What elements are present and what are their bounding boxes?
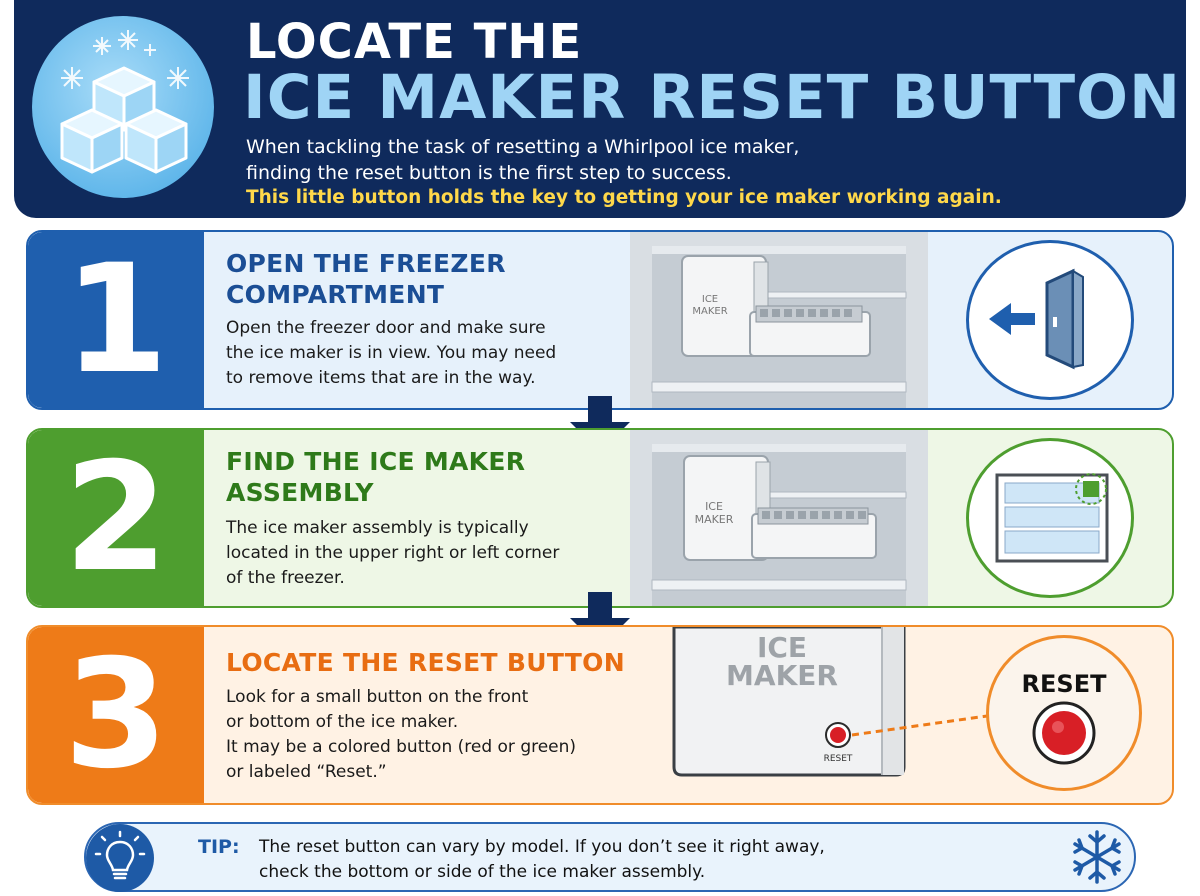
- arrow-down-icon: [570, 396, 630, 452]
- step-title-line1: OPEN THE FREEZER: [226, 249, 506, 278]
- step-desc-line: to remove items that are in the way.: [226, 368, 536, 388]
- header-description-line2: finding the reset button is the first st…: [246, 162, 732, 184]
- step-desc-line: the ice maker is in view. You may need: [226, 343, 557, 363]
- step-number-box: 2: [28, 430, 204, 606]
- step-title: OPEN THE FREEZER COMPARTMENT: [226, 248, 506, 310]
- step-number: 2: [63, 431, 169, 605]
- arrow-down-icon: [570, 592, 630, 648]
- closeup-reset-label: RESET: [824, 754, 853, 764]
- step-desc-line: Open the freezer door and make sure: [226, 318, 546, 338]
- closeup-label-line1: ICE: [757, 631, 807, 664]
- callout-line: [851, 713, 995, 737]
- step-title: FIND THE ICE MAKER ASSEMBLY: [226, 446, 525, 508]
- photo-label-line1: ICE: [702, 294, 718, 305]
- step-card-2: 2 FIND THE ICE MAKER ASSEMBLY The ice ma…: [26, 428, 1174, 608]
- reset-circle-label: RESET: [1022, 670, 1108, 698]
- step-description: The ice maker assembly is typically loca…: [226, 516, 559, 591]
- step-title-line1: FIND THE ICE MAKER: [226, 447, 526, 476]
- step-title: LOCATE THE RESET BUTTON: [226, 648, 625, 677]
- step-description: Open the freezer door and make sure the …: [226, 316, 556, 391]
- step-desc-line: The ice maker assembly is typically: [226, 518, 529, 538]
- step-desc-line: Look for a small button on the front: [226, 687, 529, 707]
- step-card-1: 1 OPEN THE FREEZER COMPARTMENT Open the …: [26, 230, 1174, 410]
- reset-button-icon: RESET: [986, 635, 1142, 791]
- step-desc-line: or labeled “Reset.”: [226, 762, 387, 782]
- freezer-illustration: ICE MAKER: [630, 232, 928, 408]
- closeup-label-line2: MAKER: [726, 659, 838, 692]
- header-description: When tackling the task of resetting a Wh…: [246, 134, 1146, 186]
- photo-label-line2: MAKER: [695, 513, 734, 526]
- step-title-line2: COMPARTMENT: [226, 280, 445, 309]
- step-number: 1: [63, 233, 169, 407]
- header-title-line2: ICE MAKER RESET BUTTON: [243, 62, 1182, 133]
- header-description-line1: When tackling the task of resetting a Wh…: [246, 136, 800, 158]
- step-number-box: 3: [28, 627, 204, 803]
- step-number-box: 1: [28, 232, 204, 408]
- ice-maker-closeup-illustration: ICE MAKER RESET: [672, 627, 906, 777]
- header-title-line1: LOCATE THE: [246, 14, 583, 70]
- step-desc-line: or bottom of the ice maker.: [226, 712, 459, 732]
- tip-text: The reset button can vary by model. If y…: [259, 835, 825, 885]
- tip-box: [84, 822, 1136, 892]
- photo-label-line2: MAKER: [692, 306, 727, 317]
- tip-text-line1: The reset button can vary by model. If y…: [259, 837, 825, 857]
- tip-label: TIP:: [198, 836, 240, 858]
- step-description: Look for a small button on the front or …: [226, 685, 576, 785]
- freezer-corner-icon: [966, 438, 1134, 598]
- step-card-3: 3 LOCATE THE RESET BUTTON Look for a sma…: [26, 625, 1174, 805]
- open-door-icon: [966, 240, 1134, 400]
- step-title-line2: ASSEMBLY: [226, 478, 374, 507]
- freezer-illustration: ICE MAKER: [630, 430, 928, 606]
- step-desc-line: of the freezer.: [226, 568, 345, 588]
- lightbulb-icon: [86, 824, 154, 892]
- photo-label-line1: ICE: [705, 500, 723, 513]
- step-number: 3: [63, 628, 169, 802]
- tip-text-line2: check the bottom or side of the ice make…: [259, 862, 706, 882]
- snowflake-icon: [1073, 830, 1121, 884]
- header-highlight: This little button holds the key to gett…: [246, 187, 1002, 208]
- step-desc-line: located in the upper right or left corne…: [226, 543, 560, 563]
- ice-cubes-icon: [32, 16, 214, 198]
- step-desc-line: It may be a colored button (red or green…: [226, 737, 577, 757]
